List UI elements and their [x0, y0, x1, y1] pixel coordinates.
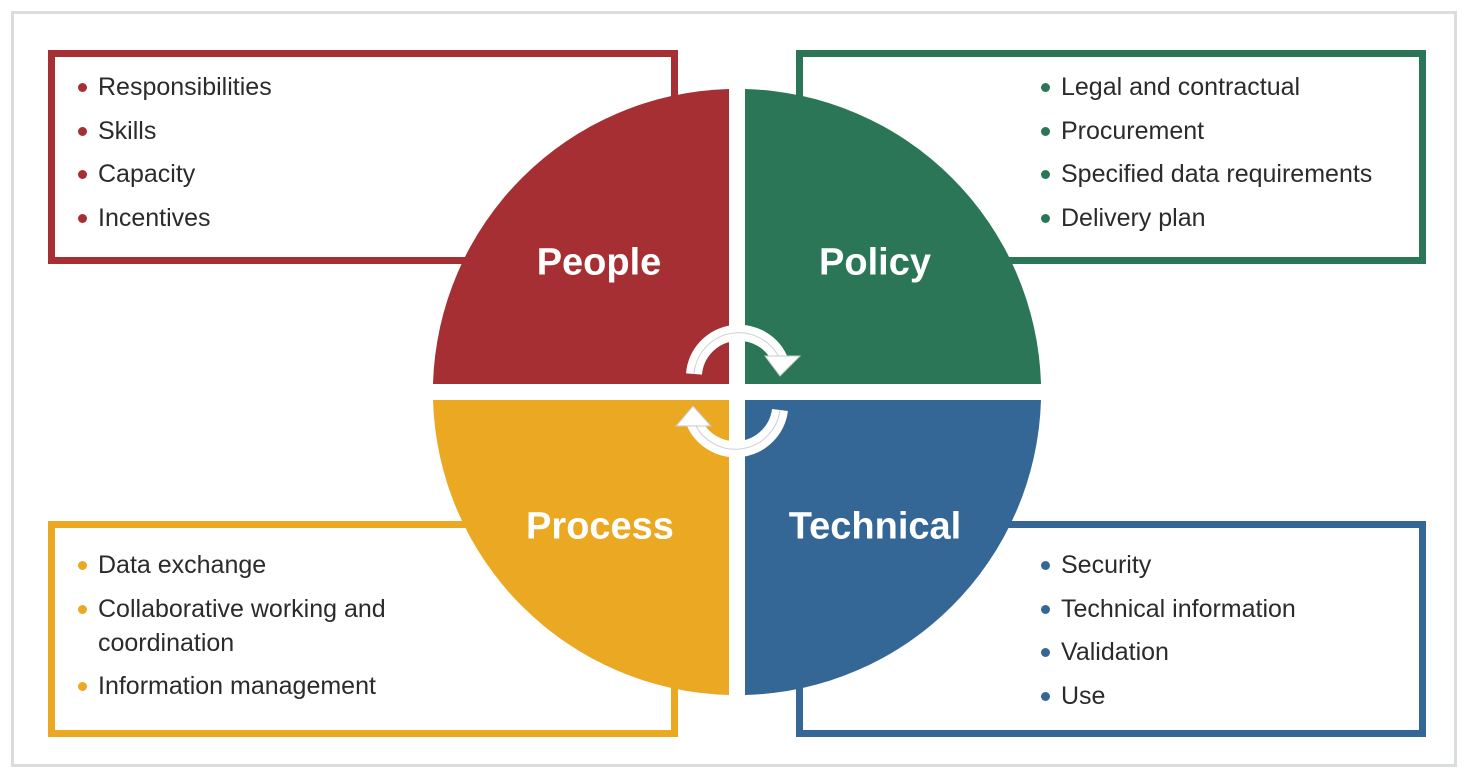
process-quadrant — [433, 400, 729, 695]
process-label: Process — [526, 505, 674, 548]
list-item: Incentives — [78, 201, 272, 235]
technical-list: Security Technical information Validatio… — [1041, 548, 1296, 722]
list-item: Responsibilities — [78, 70, 272, 104]
policy-list: Legal and contractual Procurement Specif… — [1041, 70, 1372, 244]
diagram-frame — [11, 11, 1457, 767]
list-item: Specified data requirements — [1041, 157, 1372, 191]
list-item: Validation — [1041, 635, 1296, 669]
list-item: Use — [1041, 679, 1296, 713]
process-list: Data exchange Collaborative working and … — [78, 548, 398, 713]
list-item: Delivery plan — [1041, 201, 1372, 235]
people-label: People — [536, 241, 662, 284]
list-item: Security — [1041, 548, 1296, 582]
people-quadrant — [433, 89, 729, 384]
list-item: Capacity — [78, 157, 272, 191]
people-list: Responsibilities Skills Capacity Incenti… — [78, 70, 272, 244]
cycle-arrows-icon — [674, 324, 802, 458]
policy-label: Policy — [819, 241, 931, 284]
technical-label: Technical — [788, 505, 962, 548]
list-item: Technical information — [1041, 592, 1296, 626]
policy-quadrant — [745, 89, 1041, 384]
list-item: Data exchange — [78, 548, 398, 582]
list-item: Legal and contractual — [1041, 70, 1372, 104]
list-item: Procurement — [1041, 114, 1372, 148]
list-item: Collaborative working and coordination — [78, 592, 398, 660]
list-item: Skills — [78, 114, 272, 148]
list-item: Information management — [78, 669, 398, 703]
technical-quadrant — [745, 400, 1041, 695]
